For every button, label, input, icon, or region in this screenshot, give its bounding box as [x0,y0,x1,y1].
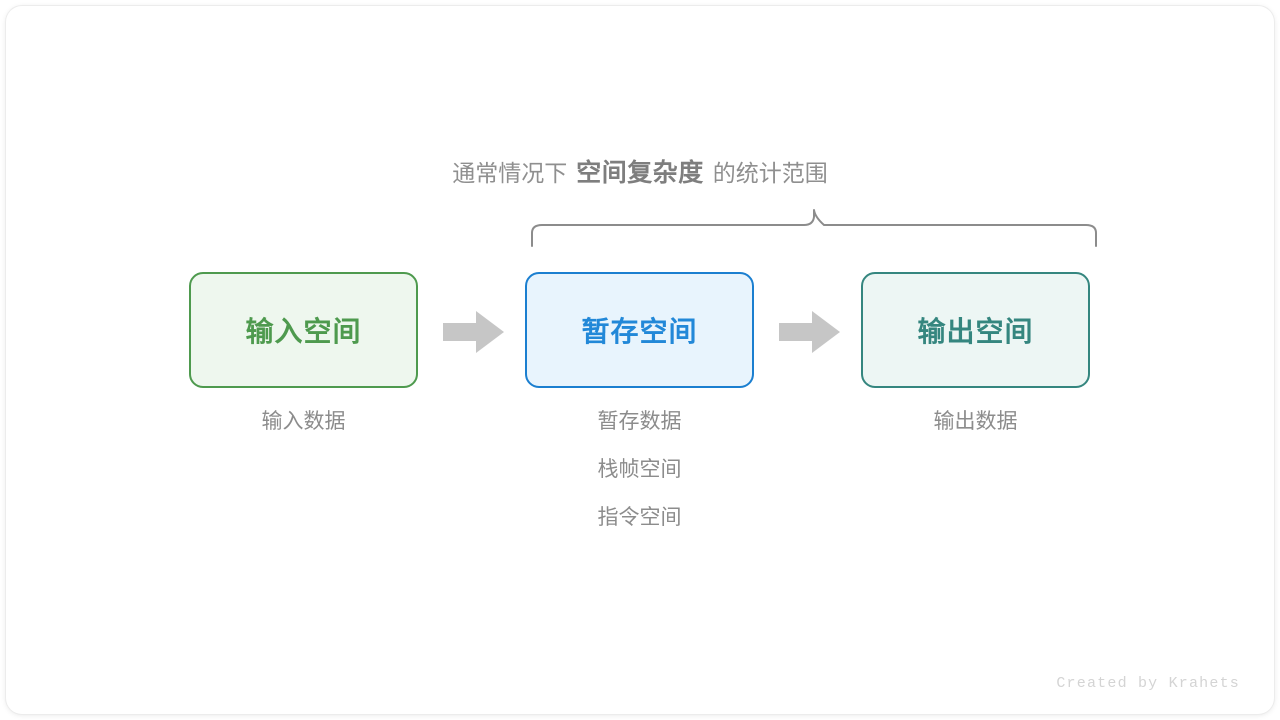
label-item: 暂存数据 [597,410,682,433]
watermark-credit: Created by Krahets [1056,675,1240,692]
brace-caption: 通常情况下空间复杂度的统计范围 [6,156,1274,190]
space-flow-row: 输入空间 暂存空间 输出空间 [6,272,1274,388]
curly-brace-icon [521,201,1111,257]
diagram-canvas: 通常情况下空间复杂度的统计范围 输入空间 暂存空间 输出空间 [6,6,1274,714]
box-input-space[interactable]: 输入空间 [189,272,418,388]
right-arrow-icon [779,310,841,354]
label-item: 栈帧空间 [597,458,682,481]
caption-prefix: 通常情况下 [452,160,568,186]
caption-emphasis: 空间复杂度 [576,159,704,187]
label-column-temp: 暂存数据 栈帧空间 指令空间 [525,398,754,542]
box-temp-space[interactable]: 暂存空间 [525,272,754,388]
box-temp-space-label: 暂存空间 [581,316,698,347]
caption-suffix: 的统计范围 [712,160,828,186]
label-column-output: 输出数据 [861,398,1090,446]
label-column-input: 输入数据 [189,398,418,446]
box-input-space-label: 输入空间 [245,316,362,347]
space-label-columns: 输入数据 暂存数据 栈帧空间 指令空间 输出数据 [6,398,1274,578]
right-arrow-icon [443,310,505,354]
label-item: 输出数据 [933,410,1018,433]
label-item: 指令空间 [597,506,682,529]
box-output-space[interactable]: 输出空间 [861,272,1090,388]
box-output-space-label: 输出空间 [917,316,1034,347]
label-item: 输入数据 [261,410,346,433]
